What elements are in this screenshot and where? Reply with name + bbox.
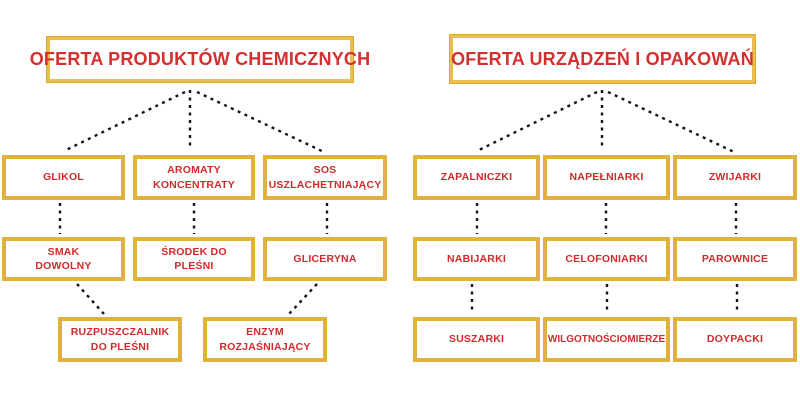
node-wilgotnosciomierze: WILGOTNOŚCIOMIERZE bbox=[543, 317, 670, 362]
node-label: SUSZARKI bbox=[448, 333, 505, 346]
node-label: ZWIJARKI bbox=[708, 171, 762, 184]
right-tree-title: OFERTA URZĄDZEŃ I OPAKOWAŃ bbox=[451, 48, 754, 69]
node-label: AROMATY KONCENTRATY bbox=[153, 164, 235, 191]
node-label: ZAPALNICZKI bbox=[440, 171, 513, 184]
node-label: NABIJARKI bbox=[447, 252, 506, 265]
node-napelniarki: NAPEŁNIARKI bbox=[543, 155, 670, 200]
node-smak-dowolny: SMAK DOWOLNY bbox=[2, 237, 125, 281]
connector-right-title-to-col1 bbox=[476, 90, 598, 153]
node-label: CELOFONIARKI bbox=[565, 252, 648, 265]
node-label: GLICERYNA bbox=[293, 252, 357, 265]
node-label: NAPEŁNIARKI bbox=[569, 171, 644, 184]
node-label: ŚRODEK DO PLEŚNI bbox=[161, 245, 227, 272]
node-zwijarki: ZWIJARKI bbox=[673, 155, 797, 200]
node-gliceryna: GLICERYNA bbox=[263, 237, 387, 281]
node-nabijarki: NABIJARKI bbox=[413, 237, 540, 281]
node-label: SOS USZLACHETNIAJĄCY bbox=[268, 164, 382, 191]
connector-right-title-to-col3 bbox=[607, 90, 735, 154]
node-parownice: PAROWNICE bbox=[673, 237, 797, 281]
left-tree-title: OFERTA PRODUKTÓW CHEMICZNYCH bbox=[29, 49, 371, 69]
node-label: SMAK DOWOLNY bbox=[35, 245, 92, 272]
node-sos-uszlachetniajacy: SOS USZLACHETNIAJĄCY bbox=[263, 155, 387, 200]
node-label: ENZYM ROZJAŚNIAJĄCY bbox=[219, 326, 311, 353]
right-tree-title-box: OFERTA URZĄDZEŃ I OPAKOWAŃ bbox=[450, 35, 755, 83]
node-aromaty-koncentraty: AROMATY KONCENTRATY bbox=[133, 155, 255, 200]
connector-left-title-to-col1 bbox=[63, 90, 186, 153]
node-srodek-do-plesni: ŚRODEK DO PLEŚNI bbox=[133, 237, 255, 281]
connector-left-r2c1-r3c1 bbox=[76, 283, 105, 315]
node-celofoniarki: CELOFONIARKI bbox=[543, 237, 670, 281]
node-doypacki: DOYPACKI bbox=[673, 317, 797, 362]
node-enzym-rozjasniajacy: ENZYM ROZJAŚNIAJĄCY bbox=[203, 317, 327, 362]
node-label: WILGOTNOŚCIOMIERZE bbox=[547, 333, 666, 345]
node-ruzpuszczalnik-do-plesni: RUZPUSZCZALNIK DO PLEŚNI bbox=[58, 317, 182, 362]
connector-left-title-to-col3 bbox=[196, 90, 325, 154]
node-suszarki: SUSZARKI bbox=[413, 317, 540, 362]
node-label: RUZPUSZCZALNIK DO PLEŚNI bbox=[70, 326, 170, 353]
connector-left-r2c3-r3c2 bbox=[288, 283, 318, 315]
node-label: PAROWNICE bbox=[701, 252, 769, 265]
node-label: GLIKOL bbox=[43, 171, 84, 184]
node-zapalniczki: ZAPALNICZKI bbox=[413, 155, 540, 200]
node-glikol: GLIKOL bbox=[2, 155, 125, 200]
node-label: DOYPACKI bbox=[706, 333, 764, 346]
left-tree-title-box: OFERTA PRODUKTÓW CHEMICZNYCH bbox=[30, 37, 370, 82]
